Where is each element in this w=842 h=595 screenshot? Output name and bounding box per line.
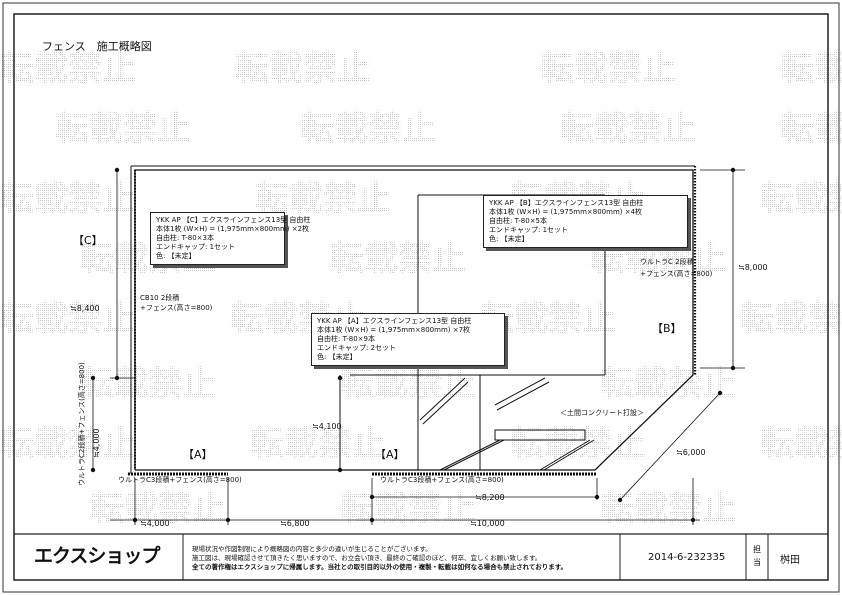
- dim-4100-label: ≒4,100: [312, 422, 342, 431]
- note-b-line: 自由柱: T-80×5本: [489, 217, 547, 225]
- footer-note-line: 施工図は、現場確認させて頂きたく思いますので、お立会い頂き、最終のご確認のほど、…: [192, 554, 542, 562]
- footer-notes: 現場状況や作図制限により概略図の内容と多少の違いが生じることがございます。 施工…: [192, 545, 567, 572]
- watermark-text: 転載禁止: [235, 49, 371, 89]
- note-c: YKK AP 【C】エクスラインフェンス13型 自由柱 本体1枚 (W×H) =…: [150, 212, 311, 265]
- site-boundary: [134, 169, 694, 471]
- cb10-fence-label: +フェンス(高さ=800): [140, 303, 213, 312]
- note-b-line: YKK AP 【B】エクスラインフェンス13型 自由柱: [489, 199, 644, 207]
- watermark-text: 転載禁止: [510, 424, 646, 464]
- ultra-left-label-1: ウルトラC3段積+フェンス(高さ=800): [118, 475, 242, 484]
- section-c-label: 【C】: [73, 234, 103, 247]
- hatch-1: [419, 377, 466, 421]
- hatch-8: [543, 439, 595, 471]
- watermark-text: 転載禁止: [0, 179, 136, 219]
- inner-frame: [13, 13, 829, 581]
- section-a1-label: 【A】: [183, 448, 213, 461]
- note-a-line: 色: 【未定】: [317, 353, 357, 361]
- watermark-text: 転載禁止: [0, 424, 136, 464]
- note-c-line: YKK AP 【C】エクスラインフェンス13型 自由柱: [156, 216, 311, 224]
- note-a: YKK AP 【A】エクスラインフェンス13型 自由柱 本体1枚 (W×H) =…: [311, 313, 505, 366]
- dim-4000h-label: ≒4,000: [140, 519, 170, 528]
- note-c-line: 本体1枚 (W×H) = (1,975mm×800mm) ×2枚: [156, 225, 310, 233]
- dim-8000-label: ≒8,000: [738, 263, 768, 272]
- watermark-text: 転載禁止: [340, 364, 476, 404]
- note-c-line: エンドキャップ: 1セット: [156, 243, 236, 251]
- watermark-text: 転載禁止: [0, 49, 136, 89]
- watermark-text: 転載禁止: [300, 109, 436, 149]
- cb10-label: CB10 2段積: [140, 293, 179, 302]
- watermark-text: 転載禁止: [540, 49, 676, 89]
- ultra-right-label-2: +フェンス(高さ=800): [640, 269, 713, 278]
- watermark-text: 転載禁止: [760, 424, 842, 464]
- dim-6800-label: ≒6,800: [280, 519, 310, 528]
- note-b-line: 色: 【未定】: [489, 235, 529, 243]
- note-a-line: 自由柱: T-80×9本: [317, 335, 375, 343]
- note-c-line: 自由柱: T-80×3本: [156, 234, 214, 242]
- watermark-text: 転載禁止: [80, 364, 216, 404]
- hatch-6: [443, 439, 505, 471]
- page-title: フェンス 施工概略図: [42, 40, 152, 53]
- document-number: 2014-6-232335: [648, 552, 726, 563]
- note-a-line: YKK AP 【A】エクスラインフェンス13型 自由柱: [317, 317, 472, 325]
- hatch-7: [539, 439, 591, 471]
- in-charge-label: 担当: [753, 545, 761, 567]
- person-in-charge: 桝田: [780, 555, 800, 566]
- dim-4000v-label: ≒4,000: [92, 428, 101, 458]
- watermark-text: 転載禁止: [330, 239, 466, 279]
- note-b-line: 本体1枚 (W×H) = (1,975mm×800mm) ×4枚: [489, 208, 643, 216]
- concrete-step: [494, 429, 586, 441]
- watermark-text: 転載禁止: [90, 489, 226, 529]
- hatch-3: [494, 377, 546, 406]
- ultra-right-label-1: ウルトラC 2段積: [640, 257, 694, 266]
- watermark-text: 転載禁止: [55, 109, 191, 149]
- site-plan: [128, 165, 697, 476]
- watermark-text: 転載禁止: [250, 424, 386, 464]
- dim-6000: [619, 392, 721, 501]
- dim-6000-label: ≒6,000: [676, 448, 706, 457]
- dim-10000-label: ≒10,000: [470, 519, 505, 528]
- section-a2-label: 【A】: [375, 448, 405, 461]
- watermark-text: 転載禁止: [780, 109, 842, 149]
- dimension-lines: [90, 167, 745, 525]
- note-b: YKK AP 【B】エクスラインフェンス13型 自由柱 本体1枚 (W×H) =…: [483, 195, 688, 248]
- watermark-text: 転載禁止: [780, 49, 842, 89]
- watermark-text: 転載禁止: [740, 299, 842, 339]
- watermark-text: 転載禁止: [560, 109, 696, 149]
- note-b-line: エンドキャップ: 1セット: [489, 226, 569, 234]
- watermark-text: 転載禁止: [0, 299, 136, 339]
- exshop-logo: エクスショップ: [34, 545, 160, 567]
- dim-8200-label: ≒8,200: [475, 493, 505, 502]
- section-b-label: 【B】: [652, 322, 682, 335]
- note-c-line: 色: 【未定】: [156, 252, 196, 260]
- watermark-text: 転載禁止: [340, 489, 476, 529]
- note-a-line: 本体1枚 (W×H) = (1,975mm×800mm) ×7枚: [317, 326, 471, 334]
- hatch-2: [422, 381, 469, 425]
- watermark-text: 転載禁止: [600, 364, 736, 404]
- dim-8400-label: ≒8,400: [70, 304, 100, 313]
- watermark-layer: 転載禁止転載禁止転載禁止転載禁止転載禁止転載禁止転載禁止転載禁止転載禁止転載禁止…: [0, 49, 842, 529]
- ultra-bottom-label: ウルトラC3段積+フェンス(高さ=800): [380, 475, 504, 484]
- ultra-left-label-2: ウルトラC2段積+フェンス(高さ=800): [77, 362, 86, 486]
- note-a-line: エンドキャップ: 2セット: [317, 344, 397, 352]
- hatch-5: [439, 439, 501, 471]
- footer-note-line: 現場状況や作図制限により概略図の内容と多少の違いが生じることがございます。: [192, 545, 432, 553]
- footer-note-line: 全ての著作権はエクスショップに帰属します。当社との取引目的以外の使用・複製・転載…: [192, 563, 568, 571]
- hatch-4: [496, 381, 550, 411]
- watermark-text: 転載禁止: [600, 489, 736, 529]
- concrete-label: ＜土間コンクリート打設＞: [560, 408, 644, 417]
- watermark-text: 転載禁止: [760, 179, 842, 219]
